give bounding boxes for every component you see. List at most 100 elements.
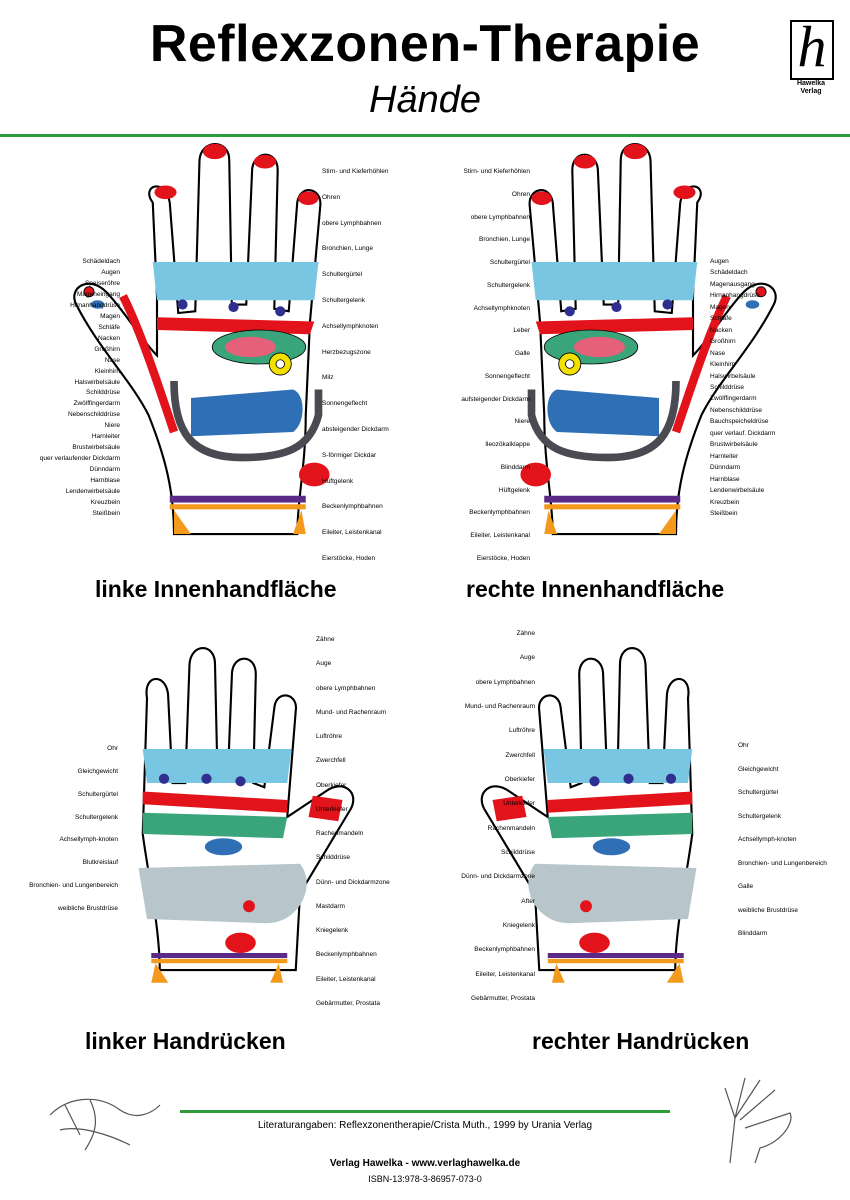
zone-label: Nacken [97, 334, 120, 342]
zone-label: weibliche Brustdrüse [738, 906, 798, 914]
zone-label: Zwerchfell [505, 751, 535, 759]
zone-label: Magen [710, 303, 730, 311]
zone-label: Speiseröhre [84, 279, 120, 287]
zone-label: Gebärmutter, Prostata [316, 1000, 380, 1007]
caption-right-back: rechter Handrücken [532, 1028, 750, 1054]
zone-label: Eileiter, Leistenkanal [322, 529, 382, 537]
zone-label: Stirn- und Kieferhöhlen [463, 168, 531, 175]
hand-sketch-right [724, 1077, 792, 1164]
zone-label: Harnblase [90, 477, 120, 485]
zone-label: Achsellymph-knoten [59, 836, 118, 844]
zone-label: Sonnengeflecht [322, 400, 368, 408]
zone-label: Zwerchfell [316, 757, 346, 765]
zone-label: Gebärmutter, Prostata [471, 995, 535, 1002]
zone-label: Mund- und Rachenraum [316, 708, 387, 716]
zone-label: Bronchien, Lunge [322, 245, 373, 253]
logo-name-line2: Verlag [800, 88, 822, 95]
zone-label: Galle [738, 883, 754, 890]
zone-label: weibliche Brustdrüse [58, 905, 118, 912]
massage-sketch-left [49, 1098, 161, 1151]
logo-frame [790, 20, 834, 80]
zone-label: Schädeldach [82, 258, 120, 265]
header-divider [0, 134, 850, 137]
zone-label: aufsteigender Dickdarm [461, 395, 530, 403]
zone-label: Unterkiefer [503, 800, 535, 808]
zone-label: Nebenschilddrüse [67, 411, 120, 419]
zone-label: Ohr [107, 745, 118, 752]
zone-label: Harnleiter [91, 433, 120, 441]
zone-label: Gleichgewicht [77, 767, 118, 775]
zone-label: quer verlauf. Dickdarm [710, 429, 776, 437]
zone-label: Dünn- und Dickdarmzone [461, 873, 535, 881]
zone-label: Hirnanhangdrüse [710, 292, 760, 300]
zone-label: Schultergürtel [738, 789, 779, 796]
zone-label: Augen [710, 258, 729, 265]
zone-label: Schläfe [98, 323, 120, 331]
literature-reference: Literaturangaben: Reflexzonentherapie/Cr… [257, 1120, 593, 1131]
zone-label: Auge [316, 660, 332, 668]
zone-label: Hüftgelenk [498, 486, 530, 494]
zone-label: Stirn- und Kieferhöhlen [322, 168, 389, 175]
zone-label: Bronchien- und Lungenbereich [738, 859, 827, 867]
zone-label: Schilddrüse [710, 384, 744, 391]
zone-label: Bronchien, Lunge [479, 236, 530, 244]
zone-label: Bronchien- und Lungenbereich [29, 882, 118, 890]
zone-label: Halswirbelsäule [710, 372, 756, 380]
zone-label: Zwölffingerdarm [73, 400, 120, 408]
zone-label: obere Lymphbahnen [316, 684, 376, 692]
zone-label: Schilddrüse [501, 849, 535, 856]
footer-divider [180, 1110, 670, 1113]
zone-label: Zähne [516, 630, 535, 637]
publisher-line: Verlag Hawelka - www.verlaghawelka.de [329, 1158, 521, 1169]
logo-letter: h [797, 14, 827, 79]
zone-label: obere Lymphbahnen [470, 213, 530, 221]
zone-label: Dünn- und Dickdarmzone [316, 878, 390, 886]
page-subtitle: Hände [369, 79, 481, 121]
zone-label: Schädeldach [710, 269, 748, 277]
zone-label: Brustwirbelsäule [710, 441, 758, 449]
zone-label: Schultergürtel [77, 790, 118, 798]
zone-label: Großhirn [94, 345, 120, 353]
zone-label: absteigender Dickdarm [322, 426, 389, 433]
publisher-logo: h Hawelka Verlag [790, 16, 834, 96]
zone-label: Beckenlymphbahnen [474, 946, 535, 954]
zone-label: Zwölffingerdarm [710, 395, 757, 403]
zone-label: Beckenlymphbahnen [322, 503, 383, 511]
zone-label: Schläfe [710, 315, 732, 323]
zone-label: Kreuzbein [90, 499, 120, 507]
zone-label: Nacken [710, 326, 733, 334]
caption-left-back: linker Handrücken [85, 1028, 286, 1054]
zone-label: Ileozökalklappe [485, 441, 530, 449]
zone-label: Steißbein [710, 510, 738, 517]
zone-label: Augen [101, 268, 120, 276]
zone-label: Oberkiefer [316, 781, 347, 789]
zone-label: Kleinhirn [94, 367, 120, 375]
zone-label: obere Lymphbahnen [322, 219, 382, 227]
zone-label: Kniegelenk [316, 927, 349, 935]
zone-label: Gleichgewicht [738, 765, 779, 773]
zone-label: Großhirn [710, 338, 736, 346]
zone-label: Rachenmandeln [487, 824, 535, 832]
zone-label: Schultergürtel [322, 271, 363, 279]
zone-label: Brustwirbelsäule [72, 444, 120, 452]
zone-label: Schilddrüse [316, 854, 350, 862]
zone-label: Mageneingang [76, 290, 120, 298]
zone-label: Blinddarm [500, 463, 530, 471]
zone-label: Harnleiter [710, 452, 739, 460]
zone-label: Niere [514, 418, 530, 426]
zone-label: Hüftgelenk [322, 477, 354, 485]
zone-label: Schultergelenk [75, 813, 118, 821]
zone-label: quer verlaufender Dickdarm [39, 455, 120, 463]
zone-label: Niere [104, 422, 120, 430]
zone-label: obere Lymphbahnen [475, 678, 535, 686]
zone-label: Nebenschilddrüse [710, 406, 763, 414]
page-title: Reflexzonen-Therapie [149, 15, 701, 73]
zone-label: Achsellymphknoten [322, 322, 379, 330]
zone-label: Kniegelenk [502, 922, 535, 929]
zone-label: Lendenwirbelsäule [65, 488, 120, 496]
zone-label: Rachenmandeln [316, 830, 364, 838]
zone-label: Harnblase [710, 475, 740, 483]
zone-label: Zähne [316, 636, 335, 643]
right-back-drawing [480, 646, 698, 984]
zone-label: Eileiter, Leistenkanal [470, 532, 530, 540]
